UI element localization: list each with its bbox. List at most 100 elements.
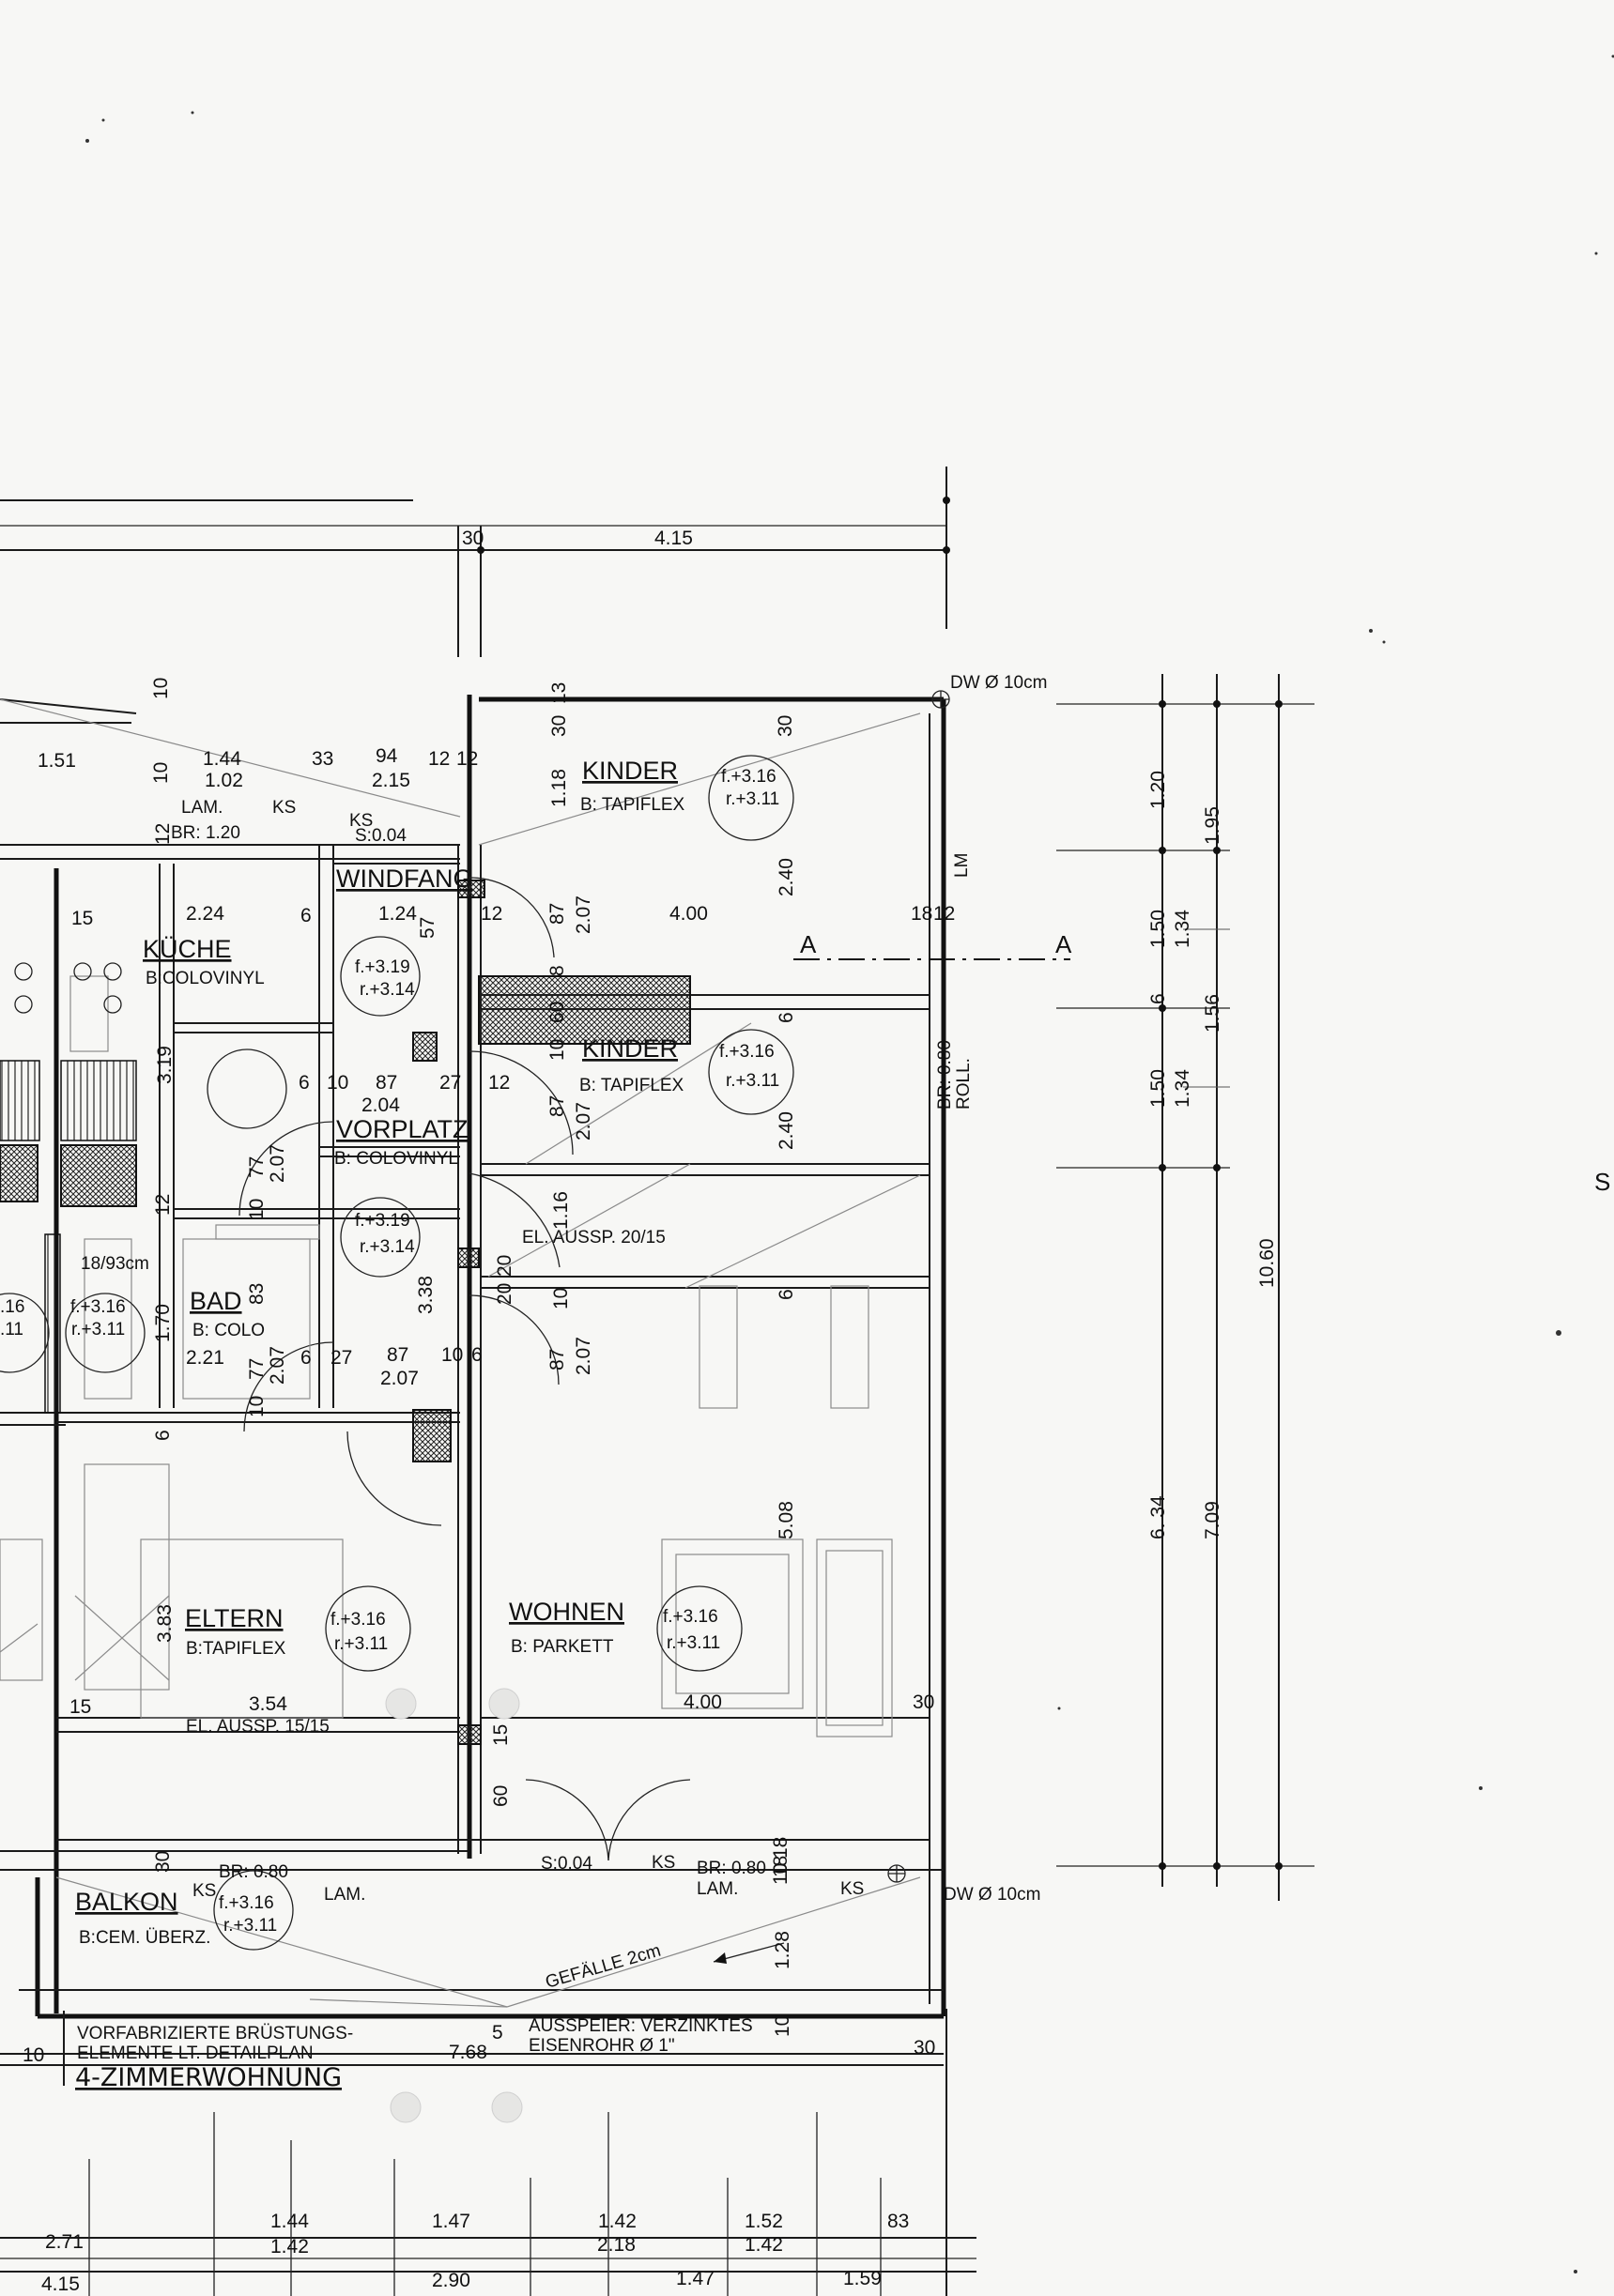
dim-15c: 15 (490, 1724, 512, 1746)
dim-20: 20 (494, 1255, 515, 1277)
dim-12: 12 (481, 903, 502, 925)
outer-walls (0, 696, 946, 2086)
room-vorplatz-name: VORPLATZ (336, 1115, 469, 1143)
dim-207b: 2.07 (573, 1102, 594, 1140)
note-ks-4: KS (652, 1853, 675, 1873)
dim-195-right: 1.95 (1202, 806, 1223, 845)
dim-170: 1.70 (152, 1304, 174, 1342)
right-dimension-lines (1056, 674, 1314, 1901)
room-bad-r: r.+3.11 (71, 1320, 125, 1339)
dim-134b-right: 1.34 (1172, 1069, 1193, 1108)
dim-221: 2.21 (186, 1347, 224, 1369)
wall-hatch-6 (0, 1144, 38, 1202)
dim-18b: 18 (770, 1837, 792, 1859)
dim-102: 1.02 (205, 770, 243, 791)
note-ks-1: KS (272, 798, 296, 818)
dim-20b: 20 (494, 1283, 515, 1305)
dim-10g: 10 (441, 1344, 463, 1366)
dim-116: 1.16 (550, 1191, 572, 1230)
note-lam-3: LAM. (697, 1879, 738, 1899)
dim-1060-right: 10.60 (1256, 1238, 1278, 1288)
dim-bottom-144: 1.44 (270, 2211, 309, 2232)
note-bruestung-line-1: VORFABRIZIERTE BRÜSTUNGS- (77, 2024, 353, 2043)
dim-634-right: 6. 34 (1147, 1495, 1169, 1539)
room-balkon-floor: B:CEM. ÜBERZ. (79, 1928, 210, 1948)
room-kinder-2-f: f.+3.16 (719, 1042, 775, 1062)
level-circles (0, 755, 794, 1951)
left-room-r: .11 (0, 1320, 23, 1339)
wall-hatch-3 (457, 1247, 480, 1268)
room-eltern-floor: B:TAPIFLEX (186, 1639, 286, 1659)
dim-6a: 6 (300, 905, 312, 926)
dim-150a-right: 1.50 (1147, 910, 1169, 948)
dim-151: 1.51 (38, 750, 76, 772)
dim-207c: 2.07 (267, 1144, 288, 1183)
room-kinder-2-name: KINDER (582, 1034, 678, 1063)
dim-6-right: 6 (1147, 993, 1169, 1004)
note-br-120: BR: 1.20 (171, 823, 240, 843)
dim-10j: 10 (772, 2015, 793, 2037)
note-br-080a: BR: 0.80 (219, 1862, 288, 1882)
room-wohnen-f: f.+3.16 (663, 1607, 718, 1627)
note-br-roll-2: ROLL. (954, 1058, 974, 1110)
dim-6g: 6 (152, 1430, 174, 1441)
room-bad-name: BAD (190, 1287, 242, 1315)
dim-bottom-218: 2.18 (597, 2234, 636, 2256)
stove-symbols (14, 962, 122, 1014)
section-label-right: A (1055, 930, 1072, 958)
note-lam-1: LAM. (181, 798, 223, 818)
note-s004-top: S:0.04 (355, 826, 407, 846)
room-vorplatz-r: r.+3.14 (360, 1237, 415, 1257)
note-gefaelle: GEFÄLLE 2cm (544, 1941, 664, 1993)
edge-cut-text: S (1594, 1168, 1610, 1196)
dim-10i: 10 (770, 1863, 792, 1885)
room-kinder-2-floor: B: TAPIFLEX (579, 1076, 684, 1095)
dim-709-right: 7.09 (1202, 1501, 1223, 1539)
dim-150b-right: 1.50 (1147, 1069, 1169, 1108)
room-kinder-1-r: r.+3.11 (726, 789, 779, 809)
dim-60: 60 (546, 1002, 568, 1023)
dim-156-right: 1.56 (1202, 994, 1223, 1033)
dim-134a-right: 1.34 (1172, 910, 1193, 948)
dim-30d: 30 (913, 1691, 934, 1713)
dim-400b: 4.00 (684, 1691, 722, 1713)
note-br-080b: BR: 0.80 (697, 1859, 766, 1878)
wall-hatch-2 (412, 1032, 438, 1062)
room-wohnen-r: r.+3.11 (667, 1633, 720, 1653)
dim-83: 83 (246, 1283, 268, 1305)
dim-768: 7.68 (449, 2042, 487, 2063)
dim-87b: 87 (376, 1072, 397, 1094)
dim-bottom-147a: 1.47 (432, 2211, 470, 2232)
dim-bottom-147b: 1.47 (676, 2268, 715, 2289)
dim-6c: 6 (776, 1012, 797, 1023)
room-eltern-f: f.+3.16 (330, 1610, 386, 1630)
dim-15b: 15 (69, 1696, 91, 1718)
radiator-hatch-2 (60, 1060, 137, 1141)
room-kinder-2-r: r.+3.11 (726, 1071, 779, 1091)
dim-354: 3.54 (249, 1693, 287, 1715)
dim-240b: 2.40 (776, 1111, 797, 1150)
dim-15: 15 (71, 908, 93, 929)
dim-10f: 10 (550, 1288, 572, 1309)
dim-87e: 87 (546, 1349, 568, 1370)
dim-6b: 6 (299, 1072, 310, 1094)
dim-12r: 12 (933, 903, 955, 925)
room-balkon-f: f.+3.16 (219, 1893, 274, 1913)
dim-8: 8 (546, 965, 568, 976)
dim-bottom-152: 1.52 (745, 2211, 783, 2232)
dim-12b: 12 (456, 748, 478, 770)
note-br-roll-1: BR: 0.80 (935, 1040, 955, 1110)
note-bruestung-line-2: ELEMENTE LT. DETAILPLAN (77, 2043, 314, 2063)
note-ausspeier-line-2: EISENROHR Ø 1" (529, 2036, 675, 2056)
dim-18: 18 (911, 903, 932, 925)
wall-hatch-5 (457, 1724, 482, 1745)
dim-30f: 30 (914, 2037, 935, 2059)
room-windfang-name: WINDFANG (336, 865, 473, 893)
note-el-ausspeier-top: EL. AUSSP. 20/15 (522, 1228, 666, 1247)
dim-13-top: 13 (548, 682, 570, 704)
room-eltern-name: ELTERN (185, 1604, 284, 1632)
dim-10c: 10 (327, 1072, 348, 1094)
wall-hatch-7 (60, 1144, 137, 1207)
furniture (0, 975, 893, 1737)
